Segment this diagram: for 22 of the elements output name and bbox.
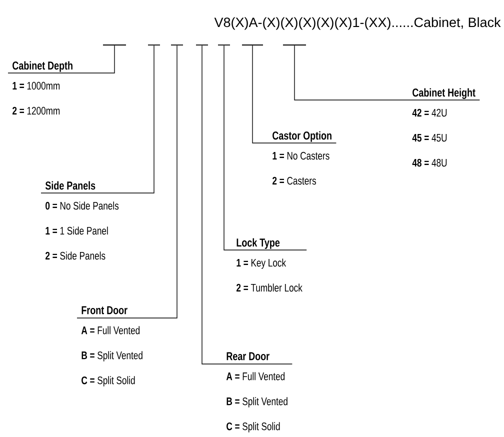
segment-underline: [218, 44, 230, 46]
option-list: Side Panels 0 = No Side Panels 1 = 1 Side Panel 2 = Side Panels: [45, 181, 119, 260]
leader-line: [202, 45, 293, 364]
leader-line: [8, 45, 115, 74]
part-number: V8(X)A-(X)(X)(X)(X)(X)1-(XX)......Cabinet, Black: [214, 17, 501, 30]
option-list: Rear Door A = Full Vented B = Split Vented C = Split Solid: [226, 352, 288, 432]
segment-underline: [103, 44, 126, 46]
segment-underline: [242, 44, 263, 46]
segment-underline: [196, 44, 208, 46]
leader-line: [294, 45, 480, 100]
option-list: Cabinet Height 42 = 42U 45 = 45U 48 = 48U: [412, 88, 476, 167]
option-list: Cabinet Depth 1 = 1000mm 2 = 1200mm: [12, 61, 72, 115]
option-list: Front Door A = Full Vented B = Split Vented C = Split Solid: [81, 306, 142, 386]
leader-line: [224, 45, 307, 250]
segment-underline: [148, 44, 160, 46]
leader-line: [40, 45, 154, 194]
option-list: Lock Type 1 = Key Lock 2 = Tumbler Lock: [236, 238, 302, 292]
leader-line: [76, 45, 178, 318]
option-list: Castor Option 1 = No Casters 2 = Casters: [272, 131, 332, 185]
segment-underline: [283, 44, 306, 46]
segment-underline: [171, 44, 183, 46]
leader-line: [252, 45, 337, 144]
